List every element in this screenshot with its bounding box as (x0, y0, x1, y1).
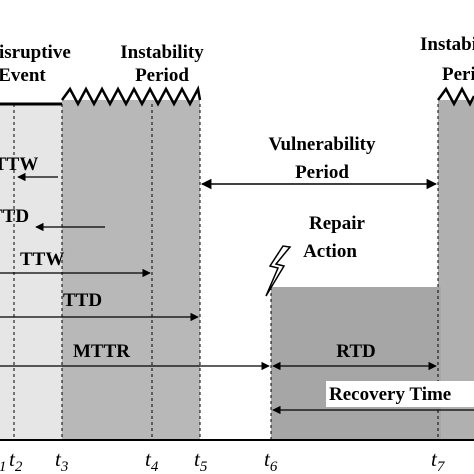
disruptive-region (0, 104, 62, 440)
ttw-label: TTW (20, 249, 64, 270)
vulnerability-label-1: Vulnerability (269, 134, 376, 155)
time-label-t2: t2 (9, 447, 23, 474)
instability-period-label-2: Period (135, 65, 189, 86)
mttr-label: MTTR (73, 341, 130, 362)
time-label-t6: t6 (264, 447, 278, 474)
instability-zigzag-2 (436, 86, 474, 107)
time-labels: t1 t2 t3 t4 t5 t6 t7 (0, 447, 446, 474)
disruptive-event-label-2: Event (0, 65, 46, 86)
ttd-short-label: TTD (0, 206, 29, 227)
time-label-t7: t7 (431, 447, 446, 474)
time-label-t5: t5 (194, 447, 208, 474)
repair-region (271, 287, 441, 440)
rtd-label: RTD (336, 341, 375, 362)
recovery-time-label: Recovery Time (329, 384, 451, 405)
time-label-t4: t4 (145, 447, 159, 474)
instability-zigzag (60, 85, 202, 107)
recovery-time-label-bg (326, 381, 474, 407)
ttw-short-label: TTW (0, 154, 38, 175)
time-label-t1: t1 (0, 447, 6, 474)
repair-action-label-2: Action (303, 241, 357, 262)
instability-period-2-label-2: Period (442, 64, 474, 85)
lightning-icon (265, 245, 292, 297)
time-label-t3: t3 (55, 447, 68, 474)
ttd-label: TTD (63, 290, 102, 311)
instability-period-2-label-1: Instability (420, 34, 474, 55)
vulnerability-label-2: Period (295, 162, 349, 183)
instability-region (62, 100, 200, 440)
repair-action-label-1: Repair (309, 213, 366, 234)
instability-period-label-1: Instability (120, 42, 204, 63)
disruptive-event-label-1: Disruptive (0, 42, 71, 63)
